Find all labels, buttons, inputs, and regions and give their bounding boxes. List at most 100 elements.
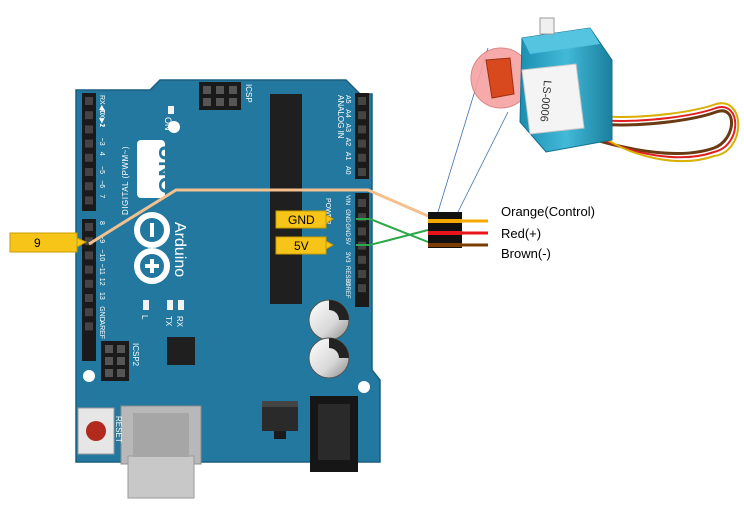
digital-pin-label: 8 (98, 221, 105, 225)
power-pin-label: IOREF (344, 280, 350, 299)
header-pin (358, 199, 366, 207)
capacitor (308, 299, 350, 341)
brand-text: Arduino (171, 222, 188, 277)
header-pin (358, 139, 366, 148)
servo-wire-leads (462, 219, 488, 247)
header-pin (85, 294, 93, 302)
header-pin (85, 251, 93, 260)
header-pin (85, 223, 93, 231)
header-pin (117, 345, 125, 353)
digital-pin-label: AREF (98, 320, 105, 339)
header-pin (85, 196, 93, 205)
pin9-tag: 9 (9, 232, 88, 253)
servo-plug-icon (485, 57, 515, 99)
digital-pin-label: 12 (98, 278, 105, 286)
header-pin (358, 153, 366, 162)
servo-cable (595, 102, 740, 162)
mounting-hole (358, 381, 370, 393)
digital-pin-label: ~9 (98, 235, 105, 243)
header-pin (358, 111, 366, 120)
digital-label: DIGITAL (PWM~) (121, 146, 130, 215)
5v-tag-label: 5V (294, 239, 309, 253)
header-pin (85, 279, 93, 288)
header-pin (85, 111, 93, 120)
icsp2-label: ICSP2 (131, 343, 140, 367)
callout-line (457, 111, 509, 213)
header-pin (358, 227, 366, 236)
rx-led (178, 300, 184, 310)
analog-pin-label: A5 (344, 95, 351, 104)
mounting-hole (168, 121, 180, 133)
rx-label: RX (175, 316, 184, 328)
header-pin (117, 369, 125, 377)
header-pin (85, 265, 93, 274)
servo-wire-labels: Orange(Control) Red(+) Brown(-) (501, 204, 595, 261)
servo-connector (428, 212, 462, 248)
reset-button-cap (86, 421, 106, 441)
l-label: L (140, 315, 149, 320)
header-pin (85, 237, 93, 246)
digital-pin-label: 13 (98, 292, 105, 300)
digital-pin-label: ~10 (98, 249, 105, 261)
servo-top (522, 28, 600, 54)
header-pin (358, 97, 366, 105)
header-pin (85, 182, 93, 191)
voltage-regulator (262, 401, 298, 439)
tx-label: TX (164, 316, 173, 327)
connector-stripe (428, 219, 462, 223)
servo-cable (595, 106, 737, 159)
wires (88, 188, 429, 246)
header-pin (105, 345, 113, 353)
header-pin (216, 86, 224, 94)
icsp2-header (101, 341, 129, 381)
digital-pin-label: 2 (98, 123, 105, 127)
servo-motor: LS-0006 (437, 17, 740, 213)
gnd-tag-label: GND (288, 213, 315, 227)
servo-wire-label: Brown(-) (501, 246, 551, 261)
header-pin (358, 213, 366, 222)
servo-cable (595, 109, 733, 155)
servo-wire-label: Red(+) (501, 226, 541, 241)
tx-led (167, 300, 173, 310)
digital-header (82, 93, 96, 361)
servo-model-text: LS-0006 (537, 80, 553, 122)
capacitor (308, 337, 350, 379)
analog-pin-label: A2 (344, 138, 351, 147)
gnd-tag: GND (275, 210, 335, 229)
header-pin (85, 322, 93, 331)
header-pin (117, 357, 125, 365)
uno-logo: UNO (137, 140, 179, 198)
header-pin (358, 125, 366, 134)
power-header (355, 193, 369, 307)
icsp-header (199, 82, 241, 110)
power-pin-label: GND (344, 223, 350, 237)
digital-pin-label: 7 (98, 194, 105, 198)
power-pin-label: 3V3 (344, 252, 350, 263)
header-pin (105, 357, 113, 365)
analog-in-label: ANALOG IN (336, 95, 345, 139)
power-label: POWER (324, 198, 331, 224)
digital-pin-label: RX◀0 (98, 95, 105, 114)
analog-pin-label: A1 (344, 152, 351, 161)
power-pin-label: 5V (344, 238, 350, 245)
digital-pin-label: ~3 (98, 138, 105, 146)
header-pin (358, 284, 366, 293)
digital-pin-label: 4 (98, 152, 105, 156)
header-pin (85, 168, 93, 176)
connector-stripe (428, 231, 462, 235)
5v-wire (356, 229, 429, 246)
servo-wire-label: Orange(Control) (501, 204, 595, 219)
header-pin (85, 153, 93, 162)
digital-pin-label: ~5 (98, 166, 105, 174)
header-pin (358, 168, 366, 176)
signal-wire (88, 188, 429, 246)
power-pin-label: RESET (344, 266, 350, 286)
on-label: ON (163, 117, 173, 131)
header-pin (229, 98, 237, 106)
header-pin (85, 308, 93, 317)
header-pin (229, 86, 237, 94)
digital-pin-label: TX▶1 (98, 109, 105, 127)
